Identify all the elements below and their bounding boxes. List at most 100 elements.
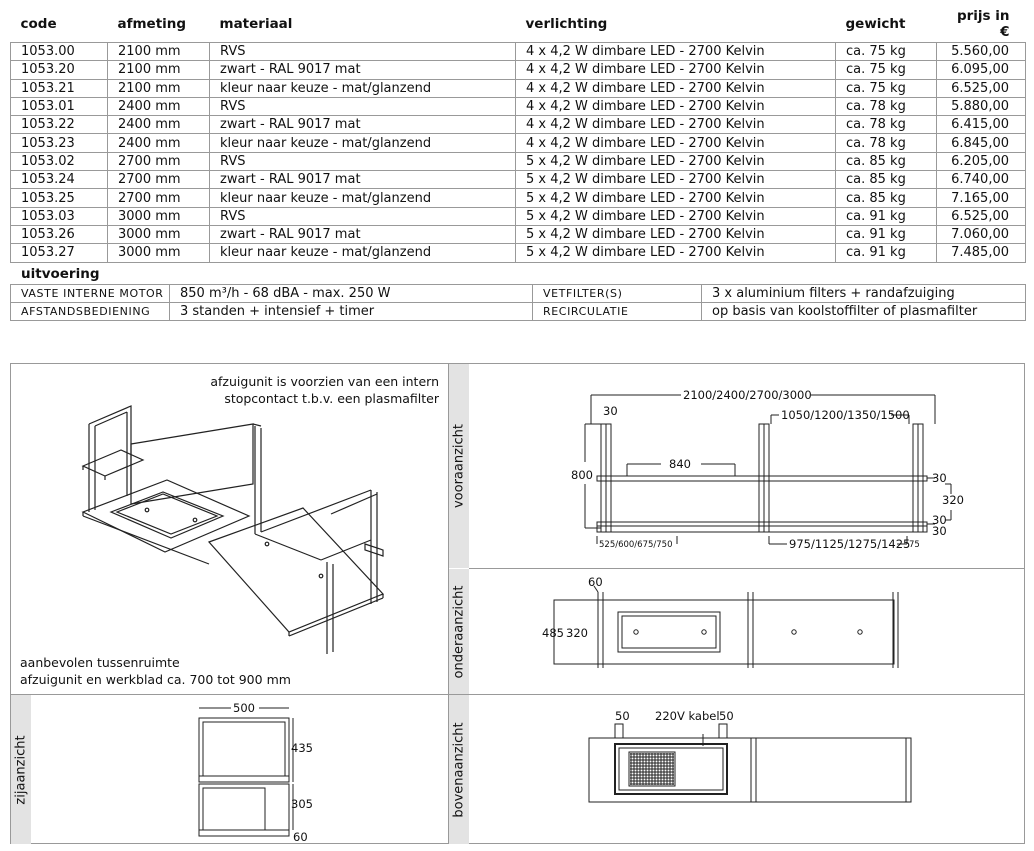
cell-price: 6.415,00 [936, 115, 1026, 135]
side-dim-435: 435 [291, 741, 313, 755]
spec-value: op basis van koolstoffilter of plasmafil… [701, 302, 1026, 321]
front-view: 2100/2400/2700/3000 1050/1200/1350/1500 … [571, 388, 964, 551]
cell-light: 4 x 4,2 W dimbare LED - 2700 Kelvin [515, 133, 836, 153]
col-material: materiaal [219, 16, 293, 32]
cell-code: 1053.00 [10, 41, 108, 62]
bottom-dim-320: 320 [566, 626, 588, 640]
cell-weight: ca. 75 kg [835, 41, 937, 62]
cell-size: 3000 mm [107, 206, 210, 226]
cell-material: RVS [209, 206, 516, 226]
cell-material: zwart - RAL 9017 mat [209, 224, 516, 245]
cell-code: 1053.22 [10, 115, 108, 135]
cell-weight: ca. 91 kg [835, 206, 937, 226]
cell-price: 5.560,00 [936, 41, 1026, 62]
note-bottom-line2: afzuigunit en werkblad ca. 700 tot 900 m… [20, 672, 291, 687]
top-dim-50a: 50 [615, 709, 630, 723]
cell-light: 5 x 4,2 W dimbare LED - 2700 Kelvin [515, 188, 836, 208]
cell-size: 3000 mm [107, 224, 210, 245]
front-dim-840: 840 [669, 457, 691, 471]
cell-price: 6.095,00 [936, 60, 1026, 80]
spec-key: VETFILTER(S) [532, 284, 702, 303]
front-dim-half: 1050/1200/1350/1500 [781, 408, 910, 422]
cell-size: 2400 mm [107, 96, 210, 117]
cell-code: 1053.03 [10, 206, 108, 226]
cell-material: RVS [209, 41, 516, 62]
side-view: 500 435 305 60 [198, 701, 313, 842]
cell-material: RVS [209, 96, 516, 117]
cell-size: 2400 mm [107, 115, 210, 135]
cell-weight: ca. 75 kg [835, 60, 937, 80]
note-top: afzuigunit is voorzien van een intern st… [191, 373, 439, 407]
col-weight: gewicht [845, 16, 906, 32]
note-bottom: aanbevolen tussenruimte afzuigunit en we… [20, 654, 291, 688]
front-dim-r30b: 30 [932, 513, 947, 527]
cell-material: kleur naar keuze - mat/glanzend [209, 243, 516, 263]
bottom-dim-60: 60 [588, 575, 603, 589]
cell-material: kleur naar keuze - mat/glanzend [209, 78, 516, 98]
cell-size: 2400 mm [107, 133, 210, 153]
cell-material: RVS [209, 151, 516, 172]
col-code: code [20, 16, 57, 32]
label-bottom-strip: onderaanzicht [449, 569, 469, 694]
col-price: prijs in € [956, 8, 1010, 40]
spec-value: 3 x aluminium filters + randafzuiging [701, 284, 1026, 303]
cell-light: 4 x 4,2 W dimbare LED - 2700 Kelvin [515, 96, 836, 117]
price-table: code afmeting materiaal verlichting gewi… [10, 8, 1026, 263]
front-dim-75: 75 [909, 540, 920, 550]
cell-weight: ca. 85 kg [835, 170, 937, 190]
side-dim-500: 500 [233, 701, 255, 715]
cell-size: 3000 mm [107, 243, 210, 263]
col-size: afmeting [117, 16, 187, 32]
spec-key: VASTE INTERNE MOTOR [10, 284, 170, 303]
cell-weight: ca. 78 kg [835, 115, 937, 135]
label-side-strip: zijaanzicht [11, 695, 31, 844]
cell-code: 1053.23 [10, 133, 108, 153]
bottom-dim-485: 485 [542, 626, 564, 640]
cell-weight: ca. 78 kg [835, 133, 937, 153]
side-dim-60: 60 [293, 830, 308, 842]
cell-weight: ca. 85 kg [835, 151, 937, 172]
cell-size: 2700 mm [107, 188, 210, 208]
cell-light: 5 x 4,2 W dimbare LED - 2700 Kelvin [515, 224, 836, 245]
top-dim-50b: 50 [719, 709, 734, 723]
cell-code: 1053.21 [10, 78, 108, 98]
cell-size: 2100 mm [107, 60, 210, 80]
top-dim-cable: 220V kabel [655, 709, 720, 723]
cell-price: 6.525,00 [936, 78, 1026, 98]
front-dim-800: 800 [571, 468, 593, 482]
uitvoering-title: uitvoering [21, 266, 100, 282]
cell-weight: ca. 78 kg [835, 96, 937, 117]
cell-light: 4 x 4,2 W dimbare LED - 2700 Kelvin [515, 41, 836, 62]
cell-price: 7.060,00 [936, 224, 1026, 245]
top-view: 50 220V kabel 50 [588, 709, 912, 803]
front-dim-r320: 320 [942, 493, 964, 507]
cell-size: 2100 mm [107, 41, 210, 62]
front-dim-left: 525/600/675/750 [599, 540, 673, 550]
front-dim-30a: 30 [603, 404, 618, 418]
spec-value: 3 standen + intensief + timer [169, 302, 533, 321]
label-front-strip: vooraanzicht [449, 364, 469, 568]
cell-light: 5 x 4,2 W dimbare LED - 2700 Kelvin [515, 151, 836, 172]
note-top-line1: afzuigunit is voorzien van een intern [210, 374, 439, 389]
isometric-drawing [81, 405, 385, 654]
cell-weight: ca. 91 kg [835, 243, 937, 263]
cell-code: 1053.01 [10, 96, 108, 117]
cell-code: 1053.02 [10, 151, 108, 172]
side-dim-305: 305 [291, 797, 313, 811]
cell-light: 4 x 4,2 W dimbare LED - 2700 Kelvin [515, 115, 836, 135]
cell-light: 5 x 4,2 W dimbare LED - 2700 Kelvin [515, 170, 836, 190]
cell-size: 2700 mm [107, 151, 210, 172]
label-top-strip: bovenaanzicht [449, 695, 469, 844]
front-dim-r30c: 30 [932, 524, 947, 538]
cell-material: kleur naar keuze - mat/glanzend [209, 188, 516, 208]
cell-size: 2700 mm [107, 170, 210, 190]
